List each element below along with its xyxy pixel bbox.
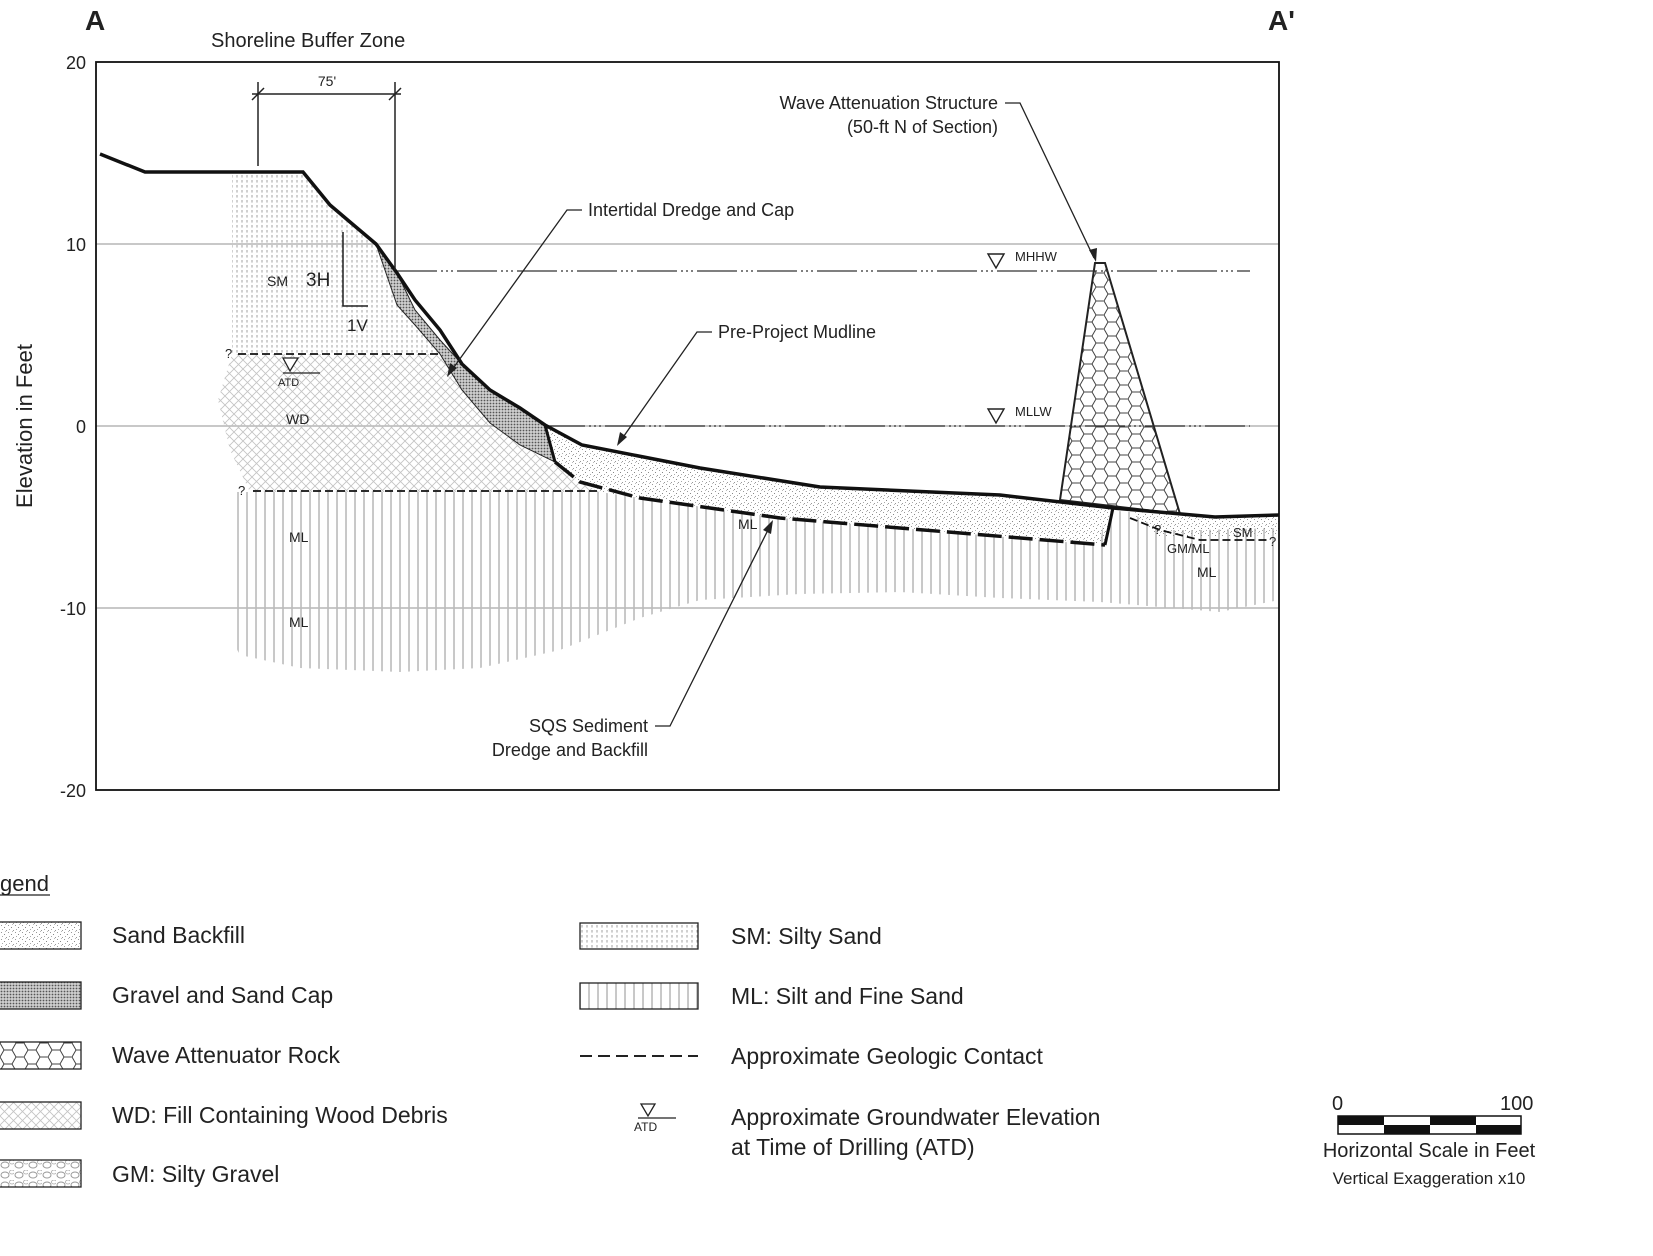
sand-backfill-right <box>1130 512 1279 537</box>
callout-wave-structure: Wave Attenuation Structure (50-ft N of S… <box>780 93 1097 262</box>
buffer-zone-dimension <box>251 82 402 270</box>
callout-text: Dredge and Backfill <box>492 740 648 760</box>
soil-label-ml: ML <box>289 529 309 545</box>
mhhw-label: MHHW <box>1015 249 1058 264</box>
scale-exaggeration: Vertical Exaggeration x10 <box>1333 1169 1526 1188</box>
y-tick-label: -20 <box>60 781 86 801</box>
soil-label-sm: SM <box>267 273 288 289</box>
callout-sqs: SQS Sediment Dredge and Backfill <box>492 520 773 760</box>
scale-bar: 0 100 Horizontal Scale in Feet Vertical … <box>1323 1093 1536 1188</box>
soil-label-gm-ml: GM/ML <box>1167 541 1210 556</box>
scale-hundred-label: 100 <box>1500 1093 1533 1115</box>
soil-label-ml: ML <box>1197 564 1217 580</box>
y-axis: 20 10 0 -10 -20 Elevation in Feet <box>12 53 86 801</box>
atd-symbol <box>281 357 300 373</box>
legend-atd-label: ATD <box>634 1120 657 1134</box>
legend-label: ML: Silt and Fine Sand <box>731 983 964 1009</box>
callout-text: SQS Sediment <box>529 716 648 736</box>
legend-swatch-atd-icon <box>639 1103 657 1118</box>
legend: gend Sand Backfill Gravel and Sand Cap W… <box>0 871 1100 1188</box>
ground-surface <box>99 152 1280 519</box>
soil-label-wd: WD <box>286 411 309 427</box>
slope-v-label: 1V <box>347 316 368 335</box>
soil-label-ml: ML <box>289 614 309 630</box>
callout-text: Pre-Project Mudline <box>718 322 876 342</box>
y-tick-label: 10 <box>66 235 86 255</box>
y-axis-label: Elevation in Feet <box>12 344 37 508</box>
slope-indicator <box>342 232 368 307</box>
buffer-zone-title: Shoreline Buffer Zone <box>211 30 405 52</box>
legend-swatch-gravel <box>0 981 82 1010</box>
legend-label: at Time of Drilling (ATD) <box>731 1134 975 1160</box>
callout-text: (50-ft N of Section) <box>847 117 998 137</box>
callout-mudline: Pre-Project Mudline <box>617 322 876 446</box>
legend-swatch-sm <box>579 922 699 950</box>
plot-frame <box>95 61 1280 791</box>
legend-swatch-rock <box>0 1041 82 1070</box>
callout-text: Wave Attenuation Structure <box>780 93 998 113</box>
mllw-label: MLLW <box>1015 404 1052 419</box>
callout-intertidal: Intertidal Dredge and Cap <box>447 200 794 377</box>
geologic-contacts <box>238 353 1270 541</box>
y-tick-label: 20 <box>66 53 86 73</box>
legend-label: WD: Fill Containing Wood Debris <box>112 1102 448 1128</box>
sqs-dredge-contact <box>553 460 1106 547</box>
atd-label: ATD <box>278 377 299 389</box>
dredge-line <box>1103 507 1115 546</box>
mhhw-symbol <box>986 253 1006 270</box>
soil-label-sm: SM <box>1233 525 1253 540</box>
slope-h-label: 3H <box>306 270 330 291</box>
mllw-symbol <box>986 408 1006 425</box>
legend-title: gend <box>0 871 49 896</box>
legend-swatch-gm <box>0 1159 82 1188</box>
wd-layer <box>218 354 600 492</box>
buffer-width-label: 75' <box>318 73 336 89</box>
section-start-label: A <box>85 5 105 36</box>
legend-swatch-sand <box>0 921 82 950</box>
soil-label-ml: ML <box>738 516 758 532</box>
dredge-line <box>543 424 557 463</box>
callout-text: Intertidal Dredge and Cap <box>588 200 794 220</box>
sand-backfill-layer <box>545 425 1113 545</box>
contact-question-mark: ? <box>225 346 232 361</box>
water-lines <box>397 270 1250 427</box>
sm-layer <box>232 172 440 354</box>
ml-layer <box>232 492 1279 672</box>
legend-label: Approximate Geologic Contact <box>731 1043 1044 1069</box>
legend-label: Approximate Groundwater Elevation <box>731 1104 1100 1130</box>
legend-swatch-wd <box>0 1101 82 1130</box>
wave-structure <box>1058 262 1182 516</box>
legend-label: GM: Silty Gravel <box>112 1161 279 1187</box>
scale-caption: Horizontal Scale in Feet <box>1323 1140 1536 1162</box>
legend-label: SM: Silty Sand <box>731 923 882 949</box>
legend-label: Gravel and Sand Cap <box>112 982 333 1008</box>
legend-swatch-ml <box>579 982 699 1010</box>
y-tick-label: -10 <box>60 599 86 619</box>
legend-label: Sand Backfill <box>112 922 245 948</box>
contact-question-mark: ? <box>1154 522 1161 537</box>
legend-label: Wave Attenuator Rock <box>112 1042 340 1068</box>
scale-zero-label: 0 <box>1332 1093 1343 1115</box>
contact-question-mark: ? <box>1269 534 1276 549</box>
contact-question-mark: ? <box>238 483 245 498</box>
section-end-label: A' <box>1268 5 1295 36</box>
y-tick-label: 0 <box>76 417 86 437</box>
